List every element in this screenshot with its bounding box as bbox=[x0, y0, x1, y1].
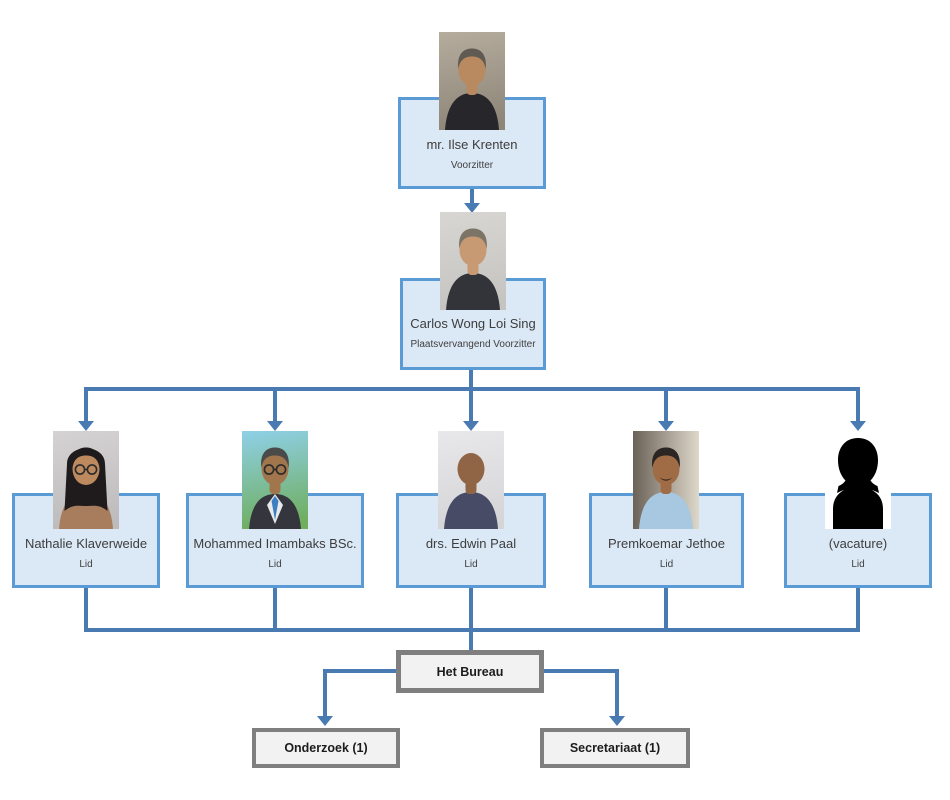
vacancy-silhouette-icon bbox=[825, 431, 891, 529]
person-photo-nathalie-klaverweide bbox=[53, 431, 119, 529]
connector-arrowhead bbox=[658, 421, 674, 431]
connector-drop-member2 bbox=[273, 391, 277, 422]
person-role: Lid bbox=[851, 558, 865, 570]
person-name: drs. Edwin Paal bbox=[425, 536, 517, 551]
person-photo-premkoemar-jethoe bbox=[633, 431, 699, 529]
person-photo-carlos-wong-loi-sing bbox=[440, 212, 506, 310]
connector-up-member5 bbox=[856, 588, 860, 632]
connector-arrowhead bbox=[464, 203, 480, 213]
connector-arrowhead bbox=[850, 421, 866, 431]
person-name: (vacature) bbox=[828, 536, 888, 551]
connector-up-member4 bbox=[664, 588, 668, 632]
person-role: Voorzitter bbox=[450, 159, 494, 171]
person-role: Lid bbox=[659, 558, 674, 570]
person-name: Carlos Wong Loi Sing bbox=[410, 316, 536, 331]
connector-up-member3 bbox=[469, 588, 473, 632]
connector-members-bottom-rail bbox=[84, 628, 860, 632]
person-role: Lid bbox=[464, 558, 478, 570]
connector-up-member1 bbox=[84, 588, 88, 632]
connector-drop-member4 bbox=[664, 391, 668, 422]
connector-bureau-left-drop bbox=[323, 669, 327, 717]
connector-vicechair-down bbox=[469, 370, 473, 389]
person-name: Nathalie Klaverweide bbox=[24, 536, 148, 551]
unit-box-onderzoek: Onderzoek (1) bbox=[252, 728, 400, 768]
connector-drop-member3 bbox=[469, 391, 473, 422]
connector-arrowhead bbox=[609, 716, 625, 726]
person-name: Mohammed Imambaks BSc. bbox=[193, 536, 357, 551]
person-name: Premkoemar Jethoe bbox=[607, 536, 726, 551]
person-photo-edwin-paal bbox=[438, 431, 504, 529]
connector-arrowhead bbox=[78, 421, 94, 431]
connector-up-member2 bbox=[273, 588, 277, 632]
person-card-vacature: (vacature) Lid bbox=[784, 493, 932, 588]
unit-box-secretariaat: Secretariaat (1) bbox=[540, 728, 690, 768]
unit-box-het-bureau: Het Bureau bbox=[396, 650, 544, 693]
person-role: Lid bbox=[79, 558, 93, 570]
person-role: Lid bbox=[268, 558, 282, 570]
connector-arrowhead bbox=[463, 421, 479, 431]
connector-bureau-left bbox=[323, 669, 398, 673]
connector-drop-member1 bbox=[84, 391, 88, 422]
connector-arrowhead bbox=[317, 716, 333, 726]
connector-drop-member5 bbox=[856, 391, 860, 422]
connector-rail-to-bureau bbox=[469, 632, 473, 650]
connector-arrowhead bbox=[267, 421, 283, 431]
unit-label: Secretariaat (1) bbox=[569, 741, 661, 755]
unit-label: Het Bureau bbox=[436, 664, 504, 679]
person-photo-mohammed-imambaks bbox=[242, 431, 308, 529]
person-role: Plaatsvervangend Voorzitter bbox=[410, 338, 536, 350]
connector-chair-to-vicechair bbox=[470, 189, 474, 204]
unit-label: Onderzoek (1) bbox=[284, 741, 368, 755]
connector-members-top-rail bbox=[84, 387, 860, 391]
connector-bureau-right-drop bbox=[615, 669, 619, 717]
person-name: mr. Ilse Krenten bbox=[426, 137, 518, 152]
person-photo-ilse-krenten bbox=[439, 32, 505, 130]
connector-bureau-right bbox=[542, 669, 619, 673]
